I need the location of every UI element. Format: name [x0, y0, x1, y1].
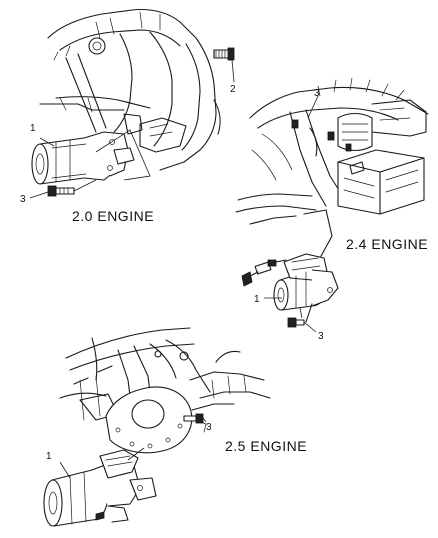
bolt-3-2-4 [287, 303, 317, 333]
section-2-5-engine: 1 3 2.5 ENGINE [43, 327, 307, 527]
starter-motor-2-4 [273, 253, 339, 319]
section-2-0-engine: 1 2 3 2.0 ENGINE [20, 8, 236, 224]
engine-block-2-5 [59, 327, 271, 454]
callout-1-2-4: 1 [254, 294, 260, 305]
engine-block-2-0 [39, 8, 221, 171]
callout-3-2-0: 3 [20, 194, 26, 205]
callout-3-2-5: 3 [206, 422, 212, 433]
callout-1-2-0: 1 [30, 123, 36, 134]
title-2-4-engine: 2.4 ENGINE [346, 236, 428, 252]
title-2-0-engine: 2.0 ENGINE [72, 208, 154, 224]
callout-2-2-0: 2 [230, 84, 236, 95]
bolt-2-0 [213, 47, 235, 83]
callout-3-bottom-2-4: 3 [318, 331, 324, 342]
bolt-3-2-0 [29, 179, 97, 199]
callout-1-2-5: 1 [46, 451, 52, 462]
engine-block-2-4 [235, 77, 429, 261]
section-2-4-engine: 1 3 3 2.4 ENGINE [235, 77, 429, 342]
starter-motor-2-5 [43, 447, 157, 527]
title-2-5-engine: 2.5 ENGINE [225, 438, 307, 454]
bolt-3-2-5 [183, 413, 207, 424]
callout-3-top-2-4: 3 [314, 88, 320, 99]
wire-terminal-2-4 [241, 259, 287, 287]
starter-motor-2-0 [31, 129, 151, 185]
